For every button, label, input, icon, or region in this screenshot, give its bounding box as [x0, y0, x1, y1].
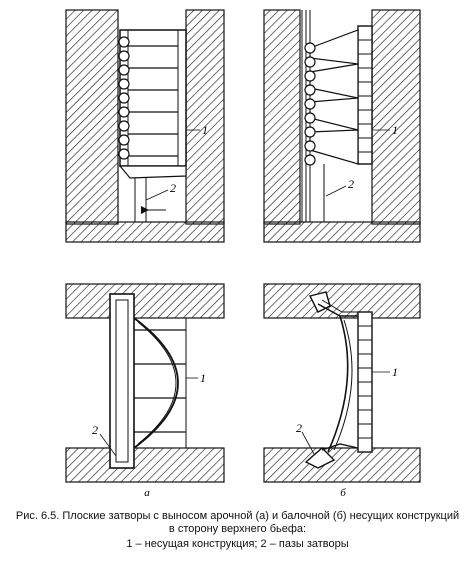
- gate-frame: [119, 29, 187, 167]
- wall-top: [65, 283, 225, 319]
- caption-legend: 1 – несущая конструкция; 2 – пазы затвор…: [126, 538, 349, 550]
- callout-1: 1: [200, 371, 206, 385]
- beam-frame: [357, 25, 373, 165]
- wall-right: [371, 9, 421, 225]
- panel-label-a: а: [144, 487, 150, 499]
- callout-2: 2: [348, 177, 354, 191]
- callout-2: 2: [170, 181, 176, 195]
- wall-bottom: [263, 447, 421, 483]
- sill: [263, 221, 421, 243]
- panel-label-b: б: [340, 487, 346, 499]
- sill: [65, 221, 225, 243]
- wall-left: [263, 9, 301, 225]
- callout-2: 2: [296, 421, 302, 435]
- panel-a-bottom: 1 2: [65, 283, 225, 483]
- panel-b-bottom: 1 2: [263, 283, 421, 483]
- callout-2: 2: [92, 423, 98, 437]
- panel-b-top: 1 2: [263, 9, 421, 243]
- wall-right: [185, 9, 225, 225]
- gate-diagram: 1 2 1: [65, 9, 421, 499]
- caption-line-2: в сторону верхнего бьефа:: [168, 523, 307, 535]
- callout-1: 1: [392, 123, 398, 137]
- wall-top: [263, 283, 421, 319]
- wall-left: [65, 9, 119, 225]
- caption-title: Рис. 6.5. Плоские затворы с выносом ароч…: [0, 510, 475, 536]
- callout-1: 1: [392, 365, 398, 379]
- wall-bottom: [65, 447, 225, 483]
- panel-a-top: 1 2: [65, 9, 225, 243]
- arch: [133, 317, 179, 449]
- callout-1: 1: [202, 123, 208, 137]
- caption-line-1: Рис. 6.5. Плоские затворы с выносом ароч…: [15, 510, 460, 522]
